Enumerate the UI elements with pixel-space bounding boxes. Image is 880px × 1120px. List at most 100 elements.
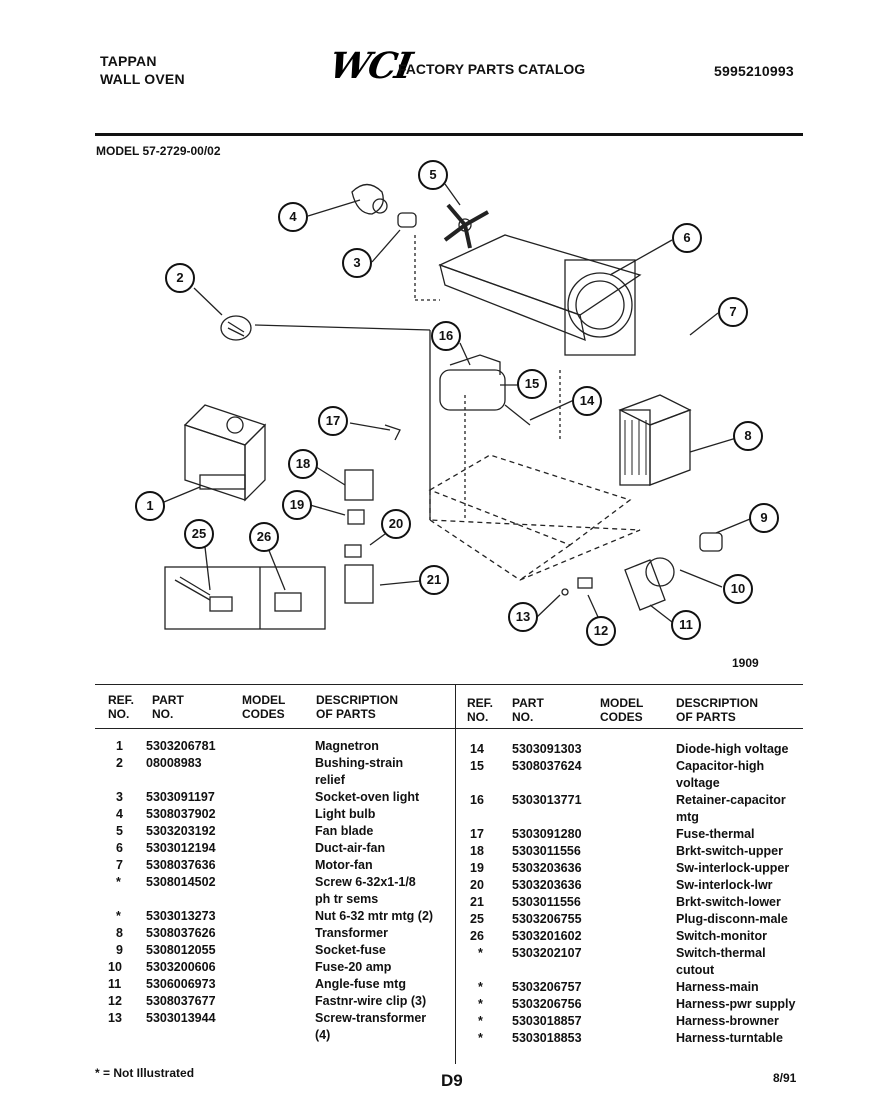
table-row: 10 5303200606 Fuse-20 amp <box>100 959 450 976</box>
desc-cell: Plug-disconn-male <box>676 912 788 926</box>
ref-cell: * <box>478 980 483 994</box>
brand-line-1: TAPPAN <box>100 53 157 69</box>
ref-cell: 26 <box>470 929 484 943</box>
desc-cell: Nut 6-32 mtr mtg (2) <box>315 909 434 923</box>
callout-19: 19 <box>282 490 312 520</box>
callout-1: 1 <box>135 491 165 521</box>
desc-cell: Brkt-switch-upper <box>676 844 783 858</box>
ref-cell: 17 <box>470 827 484 841</box>
desc-cell: Brkt-switch-lower <box>676 895 781 909</box>
right-header-ref: REF.NO. <box>467 696 494 724</box>
callout-3: 3 <box>342 248 372 278</box>
part-cell: 5308037902 <box>146 807 216 821</box>
part-cell: 5308012055 <box>146 943 216 957</box>
desc-cell: Screw-transformer (4) <box>315 1011 427 1042</box>
table-header-rule <box>95 728 803 729</box>
part-cell: 5303203192 <box>146 824 216 838</box>
desc-cell: Duct-air-fan <box>315 841 386 855</box>
ref-cell: 1 <box>116 739 123 753</box>
ref-cell: 16 <box>470 793 484 807</box>
model-number: MODEL 57-2729-00/02 <box>96 144 221 158</box>
table-top-rule <box>95 684 803 685</box>
desc-cell: Fan blade <box>315 824 374 838</box>
ref-cell: 2 <box>116 756 123 770</box>
ref-cell: * <box>116 875 121 889</box>
callout-15: 15 <box>517 369 547 399</box>
ref-cell: * <box>478 946 483 960</box>
callout-17: 17 <box>318 406 348 436</box>
callout-8: 8 <box>733 421 763 451</box>
catalog-title: FACTORY PARTS CATALOG <box>398 61 586 77</box>
table-row: * 5303018857 Harness-browner <box>460 1013 800 1030</box>
table-column-divider <box>455 684 456 1064</box>
part-cell: 5308037677 <box>146 994 216 1008</box>
ref-cell: 25 <box>470 912 484 926</box>
ref-cell: 14 <box>470 742 484 756</box>
desc-cell: Fuse-thermal <box>676 827 755 841</box>
ref-cell: * <box>116 909 121 923</box>
ref-cell: 9 <box>116 943 123 957</box>
callout-5: 5 <box>418 160 448 190</box>
desc-cell: Sw-interlock-upper <box>676 861 790 875</box>
desc-cell: Socket-fuse <box>315 943 386 957</box>
callout-4: 4 <box>278 202 308 232</box>
ref-cell: * <box>478 1031 483 1045</box>
desc-cell: Sw-interlock-lwr <box>676 878 773 892</box>
desc-cell: Harness-turntable <box>676 1031 783 1045</box>
ref-cell: 7 <box>116 858 123 872</box>
part-cell: 5303091280 <box>512 827 582 841</box>
callout-13: 13 <box>508 602 538 632</box>
part-cell: 5308037636 <box>146 858 216 872</box>
part-cell: 5303203636 <box>512 878 582 892</box>
callout-11: 11 <box>671 610 701 640</box>
part-cell: 5303013771 <box>512 793 582 807</box>
page-number: D9 <box>441 1071 463 1090</box>
desc-cell: Fuse-20 amp <box>315 960 392 974</box>
part-cell: 5303200606 <box>146 960 216 974</box>
ref-cell: 6 <box>116 841 123 855</box>
part-cell: 5303011556 <box>512 844 581 858</box>
callout-21: 21 <box>419 565 449 595</box>
table-row: 17 5303091280 Fuse-thermal <box>460 826 800 843</box>
callout-12: 12 <box>586 616 616 646</box>
table-row: 6 5303012194 Duct-air-fan <box>100 840 450 857</box>
desc-cell: Socket-oven light <box>315 790 420 804</box>
part-cell: 5303018857 <box>512 1014 582 1028</box>
ref-cell: * <box>478 997 483 1011</box>
ref-cell: 10 <box>108 960 122 974</box>
desc-cell: Harness-browner <box>676 1014 779 1028</box>
part-cell: 08008983 <box>146 756 202 770</box>
ref-cell: 15 <box>470 759 484 773</box>
callout-25: 25 <box>184 519 214 549</box>
part-cell: 5303012194 <box>146 841 216 855</box>
callout-6: 6 <box>672 223 702 253</box>
part-cell: 5303091197 <box>146 790 215 804</box>
ref-cell: * <box>478 1014 483 1028</box>
part-cell: 5308037624 <box>512 759 582 773</box>
ref-cell: 11 <box>108 977 122 991</box>
header-rule <box>95 133 803 136</box>
catalog-date: 8/91 <box>773 1071 797 1085</box>
